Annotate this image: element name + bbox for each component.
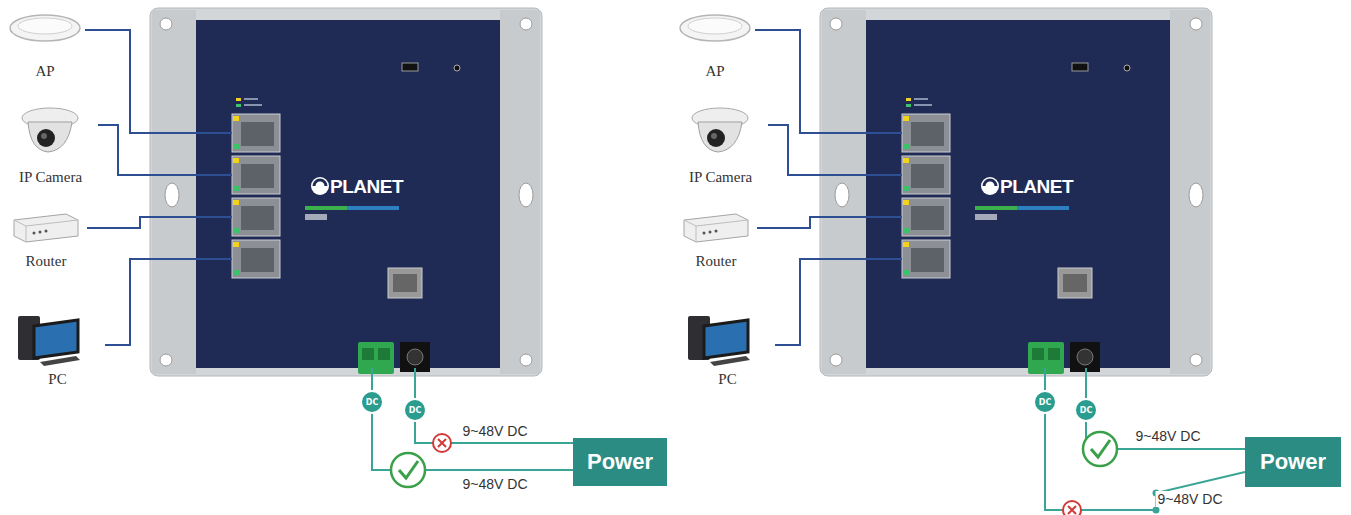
dc-tag: DC xyxy=(360,390,384,414)
node-text: Router xyxy=(661,253,771,270)
wire-connector xyxy=(415,368,573,443)
device-node: Router xyxy=(675,206,757,270)
right-panel xyxy=(680,8,1212,376)
dc-tag: DC xyxy=(1033,390,1057,414)
device-node: Router xyxy=(5,206,87,270)
voltage-label: 9~48V DC xyxy=(1156,491,1225,507)
wire-connector xyxy=(757,217,866,228)
wire-connector xyxy=(87,217,196,228)
cross-symbol xyxy=(1063,501,1081,515)
device-node: IP Camera xyxy=(3,100,98,186)
wire-connector xyxy=(1045,368,1245,510)
left-panel xyxy=(10,8,542,376)
node-text: Power xyxy=(1260,449,1326,475)
device-node: PC xyxy=(10,300,105,388)
dc-tag: DC xyxy=(403,398,427,422)
wire-connector xyxy=(372,368,573,470)
node-text: Router xyxy=(0,253,101,270)
dc-tag: DC xyxy=(1074,398,1098,422)
node-text: PLANET xyxy=(330,176,403,198)
device-node: IP Camera xyxy=(673,100,768,186)
wire-connector xyxy=(98,125,196,175)
node-text: IP Camera xyxy=(0,169,112,186)
switch-node: PLANET xyxy=(196,20,500,368)
device-node: PC xyxy=(680,300,775,388)
wire-connector xyxy=(105,259,196,345)
node-text: PC xyxy=(0,371,119,388)
node-text: IP Camera xyxy=(659,169,782,186)
voltage-label: 9~48V DC xyxy=(461,423,530,439)
power-box: Power xyxy=(1245,437,1341,487)
node-text: AP xyxy=(0,63,99,80)
node-text: AP xyxy=(661,63,769,80)
wire-connector xyxy=(85,30,196,133)
voltage-label: 9~48V DC xyxy=(461,476,530,492)
voltage-label: 9~48V DC xyxy=(1134,428,1203,444)
switch-node: PLANET xyxy=(866,20,1170,368)
device-node: AP xyxy=(675,8,755,80)
node-text: PC xyxy=(666,371,789,388)
wire-connector xyxy=(768,125,866,175)
node-text: Power xyxy=(587,449,653,475)
power-box: Power xyxy=(573,438,667,486)
wire-connector xyxy=(755,30,866,133)
node-text: PLANET xyxy=(1000,176,1073,198)
wire-connector xyxy=(775,259,866,345)
device-node: AP xyxy=(5,8,85,80)
wire-connector xyxy=(1086,368,1245,449)
